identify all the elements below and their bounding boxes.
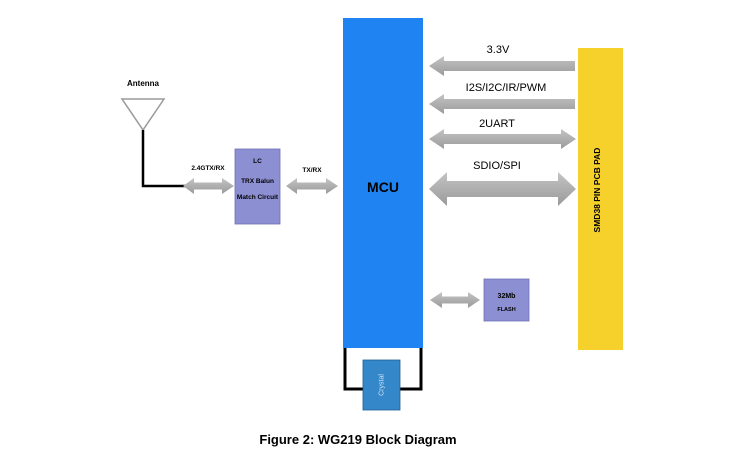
crystal-label: Crystal <box>379 374 386 396</box>
pcb-pad-block <box>578 48 623 350</box>
lc-label-line2: TRX Balun <box>241 178 274 185</box>
mcu-flash-arrow <box>430 292 480 308</box>
lc-mcu-link-label: TX/RX <box>302 167 322 174</box>
lc-label-line3: Match Circuit <box>237 194 279 201</box>
antenna-icon <box>120 98 166 132</box>
antenna-label: Antenna <box>127 79 160 88</box>
sdio-spi-link-label: SDIO/SPI <box>473 160 521 172</box>
lc-label-line1: LC <box>253 158 262 165</box>
mcu-label: MCU <box>367 179 399 195</box>
sdio-spi-arrow <box>429 172 576 206</box>
flash-block <box>483 278 530 322</box>
pcb-pad-label: SMD38 PIN PCB PAD <box>592 148 602 233</box>
power-link-label: 3.3V <box>487 44 510 56</box>
flash-label-line1: 32Mb <box>498 293 516 300</box>
lc-mcu-arrow <box>286 178 338 194</box>
crystal-block <box>362 359 401 411</box>
uart-arrow <box>429 129 576 149</box>
i2s-link-label: I2S/I2C/IR/PWM <box>466 82 547 94</box>
i2s-i2c-ir-pwm-arrow <box>429 94 575 114</box>
mcu-block <box>343 18 423 348</box>
antenna-feed-line <box>141 130 185 188</box>
power-arrow <box>429 56 575 76</box>
flash-label-line2: FLASH <box>497 307 515 313</box>
antenna-lc-link-label: 2.4GTX/RX <box>191 165 225 172</box>
figure-caption: Figure 2: WG219 Block Diagram <box>259 432 456 447</box>
uart-link-label: 2UART <box>479 118 515 130</box>
antenna-lc-arrow <box>183 178 234 194</box>
lc-balun-block <box>234 148 281 225</box>
